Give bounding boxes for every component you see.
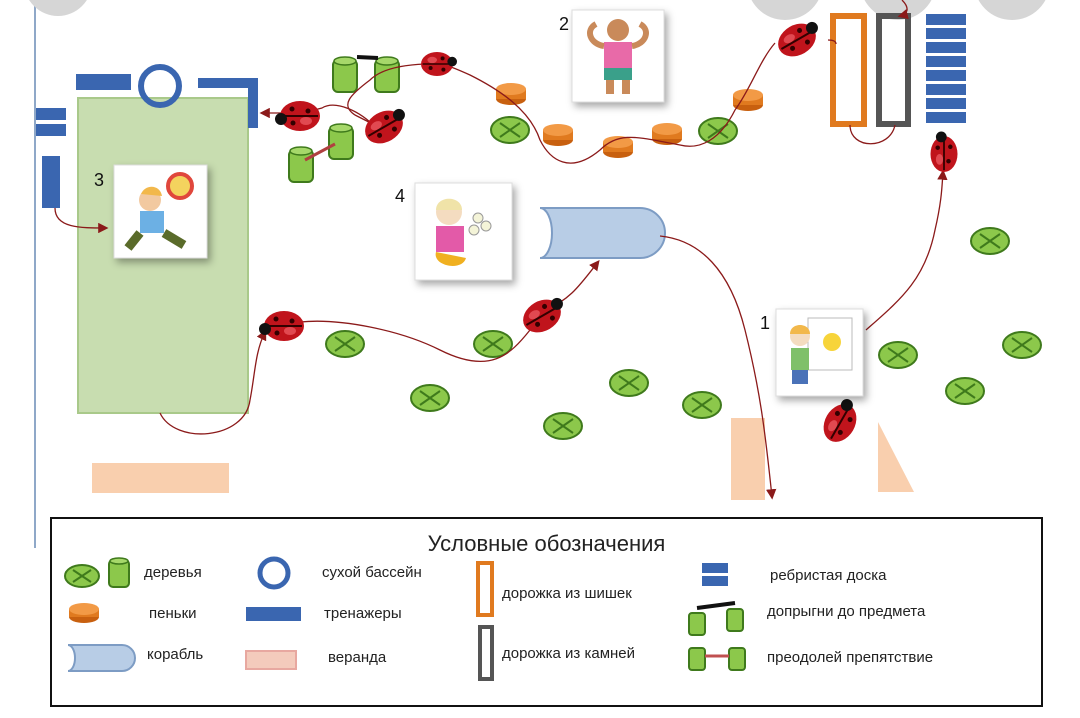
station-number: 4 xyxy=(395,186,406,206)
station-4-card xyxy=(414,182,513,281)
cone-path-icon xyxy=(830,13,867,127)
station-number: 1 xyxy=(760,313,771,333)
cone-path-icon xyxy=(476,561,494,617)
legend-veranda-label: веранда xyxy=(328,649,387,666)
ribbed-board-icon xyxy=(702,563,728,573)
veranda-icon xyxy=(245,650,297,670)
legend-title: Условные обозначения xyxy=(427,531,666,556)
dry-pool-icon xyxy=(138,64,182,108)
gray-circle-icon xyxy=(751,0,819,20)
stump-icon xyxy=(69,603,99,623)
page-margin-line xyxy=(34,0,36,548)
slide-triangle-icon xyxy=(878,422,914,492)
ribbed-board-icon xyxy=(36,108,66,120)
stone-path-icon xyxy=(478,625,494,681)
legend-trees-label: деревья xyxy=(144,564,202,581)
legend-stone-path-label: дорожка из камней xyxy=(502,645,636,662)
tree-icon xyxy=(609,369,649,397)
route-path xyxy=(54,0,948,500)
gray-circle-icon xyxy=(29,0,87,16)
tree-icon xyxy=(970,227,1010,255)
station-number: 2 xyxy=(559,14,570,34)
ladybug-icon xyxy=(816,392,867,449)
tree-cylinder-icon xyxy=(328,123,354,160)
stump-icon xyxy=(733,89,763,111)
ladybug-icon xyxy=(771,13,828,64)
stone-path-icon xyxy=(876,13,911,127)
trainer-icon xyxy=(246,607,301,621)
trainer-icon xyxy=(42,156,60,208)
ribbed-board-icon xyxy=(702,576,728,586)
ship-icon xyxy=(67,644,136,672)
ladybug-icon xyxy=(274,100,321,132)
jump-bar xyxy=(356,55,379,60)
tree-icon xyxy=(698,117,738,145)
overcome-obstacle-icon xyxy=(688,647,746,671)
stump-icon xyxy=(496,83,526,105)
station-number: 3 xyxy=(94,170,105,190)
tree-icon xyxy=(1002,331,1042,359)
ladybug-icon xyxy=(516,289,573,340)
tree-cylinder-icon xyxy=(108,557,130,588)
trainer-icon xyxy=(198,78,258,128)
tree-icon xyxy=(543,412,583,440)
ladybug-icon xyxy=(258,310,305,342)
veranda-icon xyxy=(92,463,229,493)
legend: Условные обозначения xyxy=(50,517,1043,707)
stump-icon xyxy=(543,124,573,146)
legend-cone-path-label: дорожка из шишек xyxy=(502,585,632,602)
ribbed-board-icon xyxy=(926,14,966,123)
ladybug-icon xyxy=(358,100,415,151)
tree-icon xyxy=(682,391,722,419)
stump-icon xyxy=(652,123,682,145)
tree-icon xyxy=(878,341,918,369)
station-3-card xyxy=(113,164,208,259)
ribbed-board-icon xyxy=(36,124,66,136)
tree-icon xyxy=(945,377,985,405)
tree-icon xyxy=(325,330,365,358)
dry-pool-icon xyxy=(257,556,291,590)
tree-cylinder-icon xyxy=(374,56,400,93)
gray-circle-icon xyxy=(978,0,1046,20)
trainer-icon xyxy=(76,74,131,90)
tree-cylinder-icon xyxy=(332,56,358,93)
legend-obstacle-label: преодолей препятствие xyxy=(767,649,934,666)
legend-jump-label: допрыгни до предмета xyxy=(767,603,926,620)
legend-ship-label: корабль xyxy=(147,646,204,663)
ladybug-icon xyxy=(420,51,458,77)
tree-cylinder-icon xyxy=(288,146,314,183)
tree-icon xyxy=(64,564,100,588)
legend-symbols xyxy=(64,556,746,681)
legend-dry-pool-label: сухой бассейн xyxy=(322,564,422,581)
station-2-card xyxy=(571,9,665,103)
station-1-card xyxy=(775,308,864,397)
obstacle-bar xyxy=(304,142,336,162)
legend-stumps-label: пеньки xyxy=(149,605,197,622)
tree-icon xyxy=(410,384,450,412)
legend-trainers-label: тренажеры xyxy=(324,605,402,622)
ladybug-icon xyxy=(929,130,959,173)
legend-ribbed-board-label: ребристая доска xyxy=(770,567,887,584)
tree-icon xyxy=(490,116,530,144)
ship-icon xyxy=(539,207,666,259)
jump-to-object-icon xyxy=(688,601,744,636)
veranda-block-icon xyxy=(731,418,765,500)
